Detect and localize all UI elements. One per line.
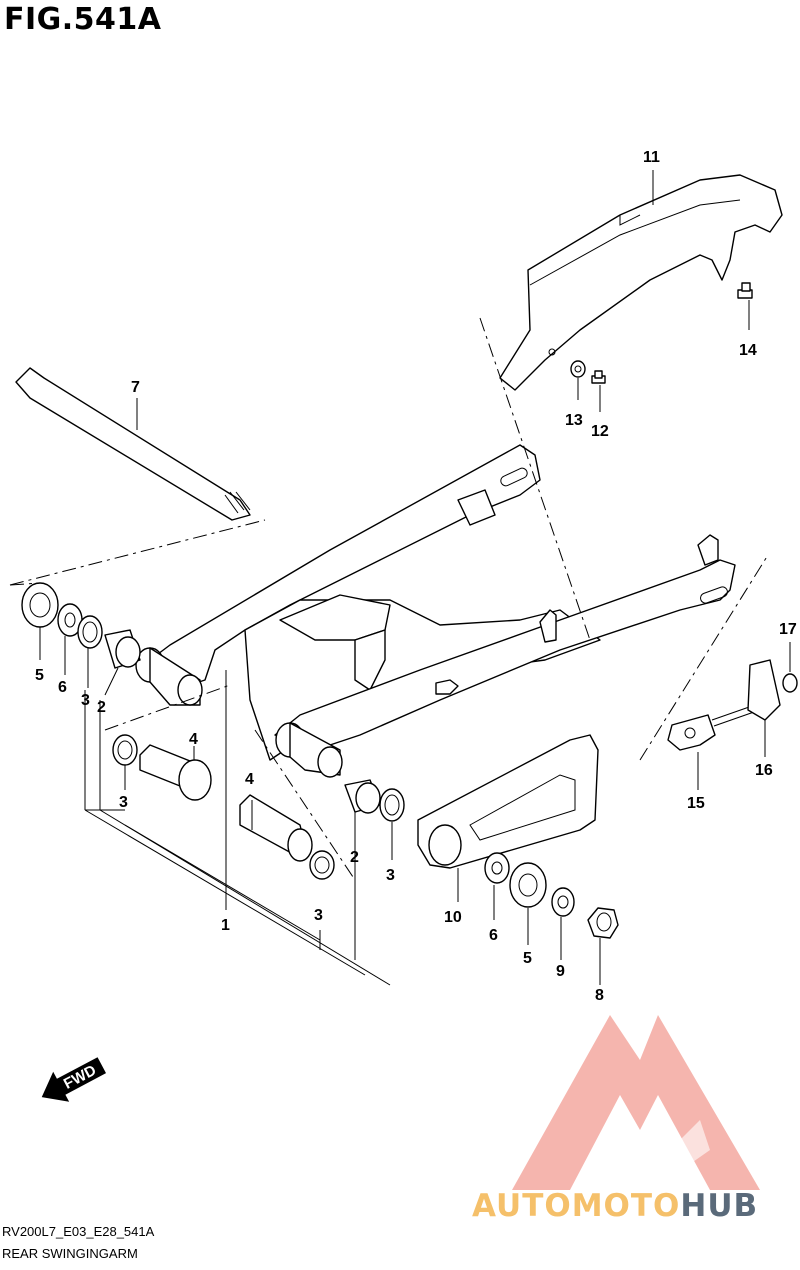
callout-3: 3 xyxy=(81,692,90,709)
part-12-bolt xyxy=(591,370,606,384)
watermark-brand: AUTOMOTOHUB xyxy=(472,1188,758,1224)
callout-labels: 1 2 2 3 3 3 3 4 4 5 5 6 6 7 8 9 10 11 12… xyxy=(35,149,797,1004)
part-3-seal-left-lower xyxy=(112,734,138,766)
part-2-bearing-left xyxy=(104,629,141,669)
part-7-pivot-shaft xyxy=(15,367,251,521)
callout-6: 6 xyxy=(489,927,498,944)
callout-11: 11 xyxy=(643,149,660,166)
callout-12: 12 xyxy=(591,423,609,440)
alignment-lines xyxy=(9,317,769,881)
callout-7: 7 xyxy=(131,379,140,396)
part-14-bolt xyxy=(737,282,753,299)
callout-14: 14 xyxy=(739,342,757,359)
part-5-bushing-right xyxy=(509,862,547,908)
callout-6: 6 xyxy=(58,679,67,696)
part-9-washer xyxy=(551,887,575,917)
callout-10: 10 xyxy=(444,909,462,926)
callout-8: 8 xyxy=(595,987,604,1004)
part-17-nut xyxy=(782,673,798,693)
part-11-chain-case xyxy=(499,174,783,391)
callout-4: 4 xyxy=(189,731,198,748)
part-2-bearing-right xyxy=(344,779,381,814)
brand-part-1: AUTOMOTO xyxy=(472,1188,681,1224)
part-3-seal-left-upper xyxy=(77,615,103,649)
figure-code: RV200L7_E03_E28_541A xyxy=(2,1224,155,1239)
part-6-washer-right xyxy=(484,852,510,884)
leader-lines xyxy=(39,170,791,986)
part-10-chain-slider xyxy=(417,734,599,869)
figure-caption: REAR SWINGINGARM xyxy=(2,1246,138,1261)
callout-16: 16 xyxy=(755,762,773,779)
part-13-washer xyxy=(570,360,586,378)
callout-3: 3 xyxy=(314,907,323,924)
part-4-spacer-left xyxy=(139,744,212,801)
part-8-nut xyxy=(587,907,619,939)
part-3-seal-right-lower xyxy=(309,850,335,880)
figure-title: FIG.541A xyxy=(4,2,162,37)
callout-15: 15 xyxy=(687,795,705,812)
fwd-arrow-icon: FWD xyxy=(41,1057,107,1102)
part-5-bushing-left xyxy=(21,582,59,628)
callout-3: 3 xyxy=(119,794,128,811)
callout-2: 2 xyxy=(350,849,359,866)
callout-9: 9 xyxy=(556,963,565,980)
callout-4: 4 xyxy=(245,771,254,788)
part-3-seal-right-upper xyxy=(379,788,405,822)
callout-2: 2 xyxy=(97,699,106,716)
callout-3: 3 xyxy=(386,867,395,884)
brand-part-2: HUB xyxy=(680,1188,759,1224)
watermark-logo xyxy=(512,1015,760,1190)
callout-1: 1 xyxy=(221,917,230,934)
callout-5: 5 xyxy=(35,667,44,684)
part-16-chain-adjuster-plate xyxy=(747,659,781,721)
part-15-chain-adjuster xyxy=(667,705,755,751)
callout-17: 17 xyxy=(779,621,797,638)
callout-13: 13 xyxy=(565,412,583,429)
part-1-swingarm xyxy=(135,444,736,778)
callout-5: 5 xyxy=(523,950,532,967)
fwd-label: FWD xyxy=(61,1062,99,1093)
part-4-spacer-right xyxy=(239,794,313,862)
